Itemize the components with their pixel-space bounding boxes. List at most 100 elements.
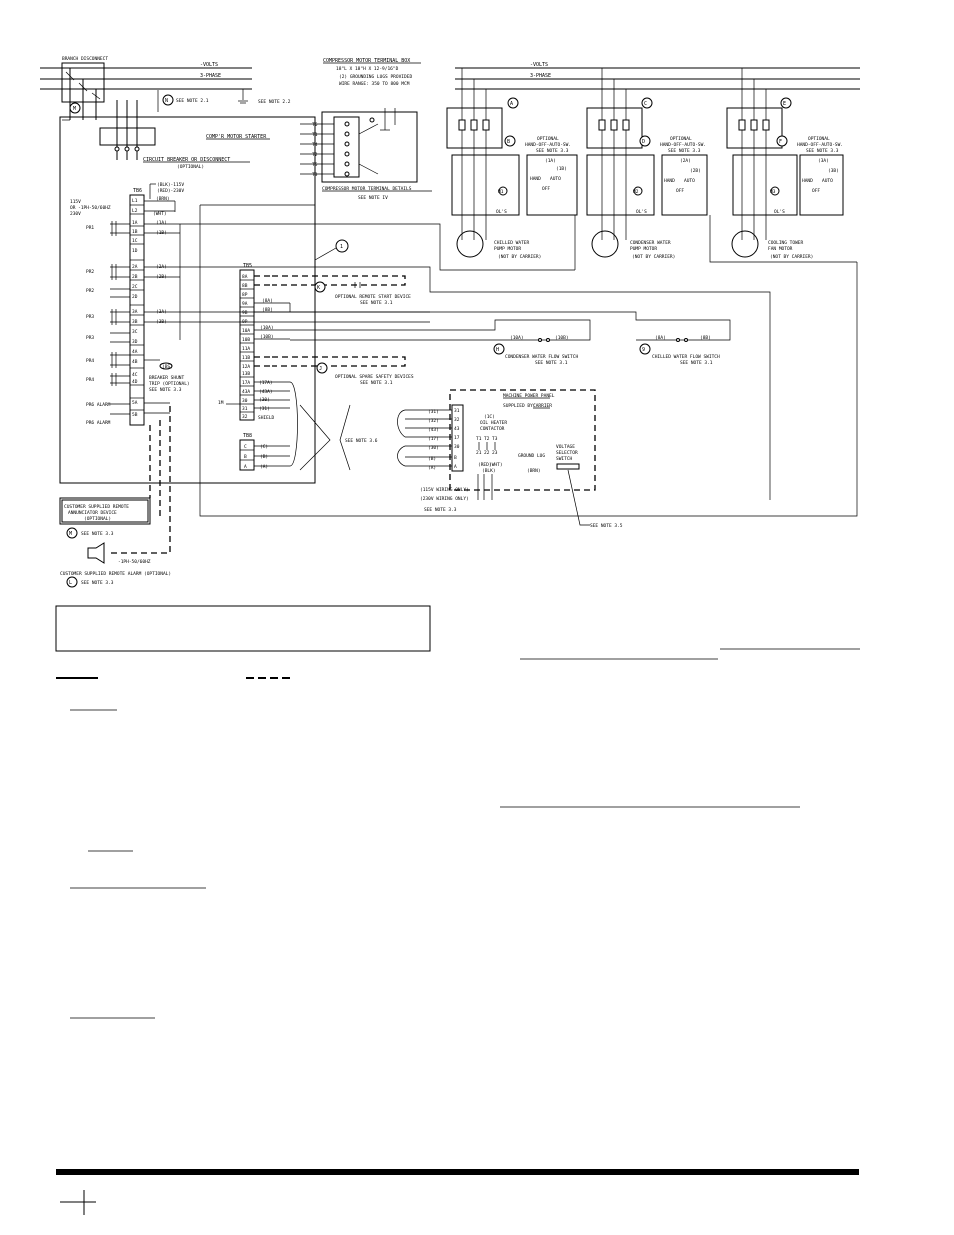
- tower-fan-label-1: COOLING TOWER: [768, 240, 804, 246]
- breaker-shunt-2: TRIP (OPTIONAL): [149, 381, 190, 387]
- panel-terminal-32: 32: [454, 417, 460, 423]
- hoa-3-wire-3a: (3A): [818, 158, 829, 164]
- see-note-iv: SEE NOTE IV: [358, 195, 388, 201]
- tb6-4d: 4D: [132, 379, 138, 385]
- hoa-2-wire-2b: (2B): [690, 168, 701, 174]
- hoa-3-off: OFF: [812, 188, 820, 194]
- condenser-flow-note: SEE NOTE 3.1: [535, 360, 568, 366]
- tb6-1d: 1D: [132, 248, 138, 254]
- panel-terminal-b: B: [454, 455, 457, 461]
- panel-terminal-30: 30: [454, 444, 460, 450]
- wire-8a: (8A): [262, 298, 273, 304]
- supply-voltage-230: 230V: [70, 211, 81, 217]
- machine-panel-carrier: CARRIER: [533, 403, 552, 409]
- relay-1m: 1M: [218, 400, 224, 406]
- voltage-note-red: (RED)-230V: [157, 188, 184, 194]
- machine-panel-supplied: SUPPLIED BY:: [503, 403, 536, 409]
- wire-a: (A): [260, 464, 268, 470]
- tower-fan-not-carrier: (NOT BY CARRIER): [770, 254, 813, 260]
- hoa-1-hand: HAND: [530, 176, 541, 182]
- bracket-note-36: [299, 404, 331, 471]
- tb5-10b: 10B: [242, 337, 250, 343]
- remote-alarm-label: CUSTOMER SUPPLIED REMOTE ALARM (OPTIONAL…: [60, 571, 171, 577]
- ground-lug-label: GROUND LUG: [518, 453, 545, 459]
- relay-pr2: PR2: [86, 269, 94, 275]
- relay-pr6-alarm: PR6 ALARM: [86, 402, 111, 408]
- motor-m2: M2: [633, 189, 639, 195]
- tb6-2c: 2C: [132, 284, 138, 290]
- annunciator-label-2: ANNUNCIATOR DEVICE: [68, 510, 117, 516]
- contactor-22: 22: [484, 450, 490, 456]
- hoa-3-optional: OPTIONAL: [808, 136, 830, 142]
- hoa-1-note: SEE NOTE 3.3: [536, 148, 569, 154]
- marker-m: M: [69, 531, 72, 537]
- wire-10a: (10A): [260, 325, 274, 331]
- marker-2: M: [73, 106, 76, 112]
- oil-heater-label: OIL HEATER: [480, 420, 507, 426]
- right-supply-bus: -VOLTS 3-PHASE: [455, 62, 860, 90]
- cooling-tower-fan-circuit: E F M3 OL'S COOLING TOWER FAN MOTOR (NOT…: [726, 68, 844, 260]
- see-note-36: SEE NOTE 3.6: [345, 438, 378, 444]
- left-supply-bus: -VOLTS 3-PHASE BRANCH DISCONNECT: [40, 56, 252, 90]
- compressor-terminal-box: COMPRESSOR MOTOR TERMINAL BOX 18"L X 18"…: [300, 58, 432, 201]
- marker-b: B: [507, 139, 510, 145]
- branch-disconnect: M: [61, 62, 105, 120]
- flow-wire-8a: (8A): [655, 335, 666, 341]
- spare-safety-note: SEE NOTE 3.1: [360, 380, 393, 386]
- branch-disconnect-label: BRANCH DISCONNECT: [62, 56, 108, 62]
- panel-wire-31: (31): [428, 409, 439, 415]
- terminal-block-tb6: TB6 L1 L2 1A 1B 1C 1D 2A 2B 2C 2D 3A 3B …: [70, 182, 190, 426]
- annunciator-label-1: CUSTOMER SUPPLIED REMOTE: [64, 504, 129, 510]
- terminal-box-lugs: (2) GROUNDING LUGS PROVIDED: [339, 74, 412, 80]
- wire-17a: (17A): [259, 380, 273, 386]
- flow-wire-10a: (10A): [510, 335, 524, 341]
- wire-3a: (3A): [156, 309, 167, 315]
- spare-safety-devices: J OPTIONAL SPARE SAFETY DEVICES SEE NOTE…: [272, 356, 414, 386]
- motor-terminal-t1: T1: [312, 132, 318, 138]
- flow-wire-8b: (8B): [700, 335, 711, 341]
- relay-pr4: PR4: [86, 358, 94, 364]
- supply-voltage-115: 115V: [70, 199, 81, 205]
- phase-label-right: 3-PHASE: [530, 73, 551, 79]
- tb6-label: TB6: [133, 188, 142, 194]
- terminal-block-tb5: TB5 8A 8B 8P 9A 9B 9P 10A 10B 11A 11B 12…: [218, 263, 290, 421]
- tb5-30: 30: [242, 398, 248, 404]
- tb5-43a: 43A: [242, 389, 250, 395]
- hoa-1-optional: OPTIONAL: [537, 136, 559, 142]
- hoa-2-switch: HAND-OFF-AUTO-SW.: [660, 142, 706, 148]
- panel-wire-blk: (BLK): [482, 468, 496, 474]
- relay-pr6-alarm-b: PR6 ALARM: [86, 420, 111, 426]
- tb6-3d: 3D: [132, 339, 138, 345]
- wire-bs: (BS): [162, 364, 173, 370]
- see-note-22: SEE NOTE 2.2: [258, 99, 291, 105]
- chilled-flow-switch: (8A) (8B) 9 CHILLED WATER FLOW SWITCH SE…: [289, 303, 731, 366]
- wire-30: (30): [259, 397, 270, 403]
- condenser-flow-label: CONDENSER WATER FLOW SWITCH: [505, 354, 578, 360]
- legend-box: [55, 605, 431, 652]
- circuit-breaker-label: CIRCUIT BREAKER OR DISCONNECT: [143, 157, 230, 163]
- panel-wire-red: (RED): [478, 462, 492, 468]
- marker-n: N: [165, 98, 168, 104]
- remote-alarm-note: SEE NOTE 3.3: [81, 580, 114, 586]
- tb5-11b: 11B: [242, 355, 250, 361]
- tb5-13b: 13B: [242, 371, 250, 377]
- tb6-l1: L1: [132, 198, 138, 204]
- annunciator-note: SEE NOTE 3.3: [81, 531, 114, 537]
- relay-pr1: PR1: [86, 225, 94, 231]
- tb5-label: TB5: [243, 263, 252, 269]
- overloads-2: OL'S: [636, 209, 647, 215]
- tower-fan-label-2: FAN MOTOR: [768, 246, 793, 252]
- hoa-2-wire-2a: (2A): [680, 158, 691, 164]
- tb5-10a: 10A: [242, 328, 250, 334]
- panel-terminal-a: A: [454, 464, 457, 470]
- condenser-water-pump-circuit: C D M2 OL'S CONDENSER WATER PUMP MOTOR (…: [586, 68, 708, 260]
- motor-terminal-t3: T3: [312, 172, 318, 178]
- wire-10b: (10B): [260, 334, 274, 340]
- wire-1b: (1B): [156, 230, 167, 236]
- wire-b: (B): [260, 454, 268, 460]
- terminal-box-title: COMPRESSOR MOTOR TERMINAL BOX: [323, 58, 410, 64]
- circuit-breaker: CIRCUIT BREAKER OR DISCONNECT (OPTIONAL)…: [99, 89, 291, 170]
- contactor-label: CONTACTOR: [480, 426, 505, 432]
- relay-pr3b: PR3: [86, 335, 94, 341]
- contactor-23: 23: [492, 450, 498, 456]
